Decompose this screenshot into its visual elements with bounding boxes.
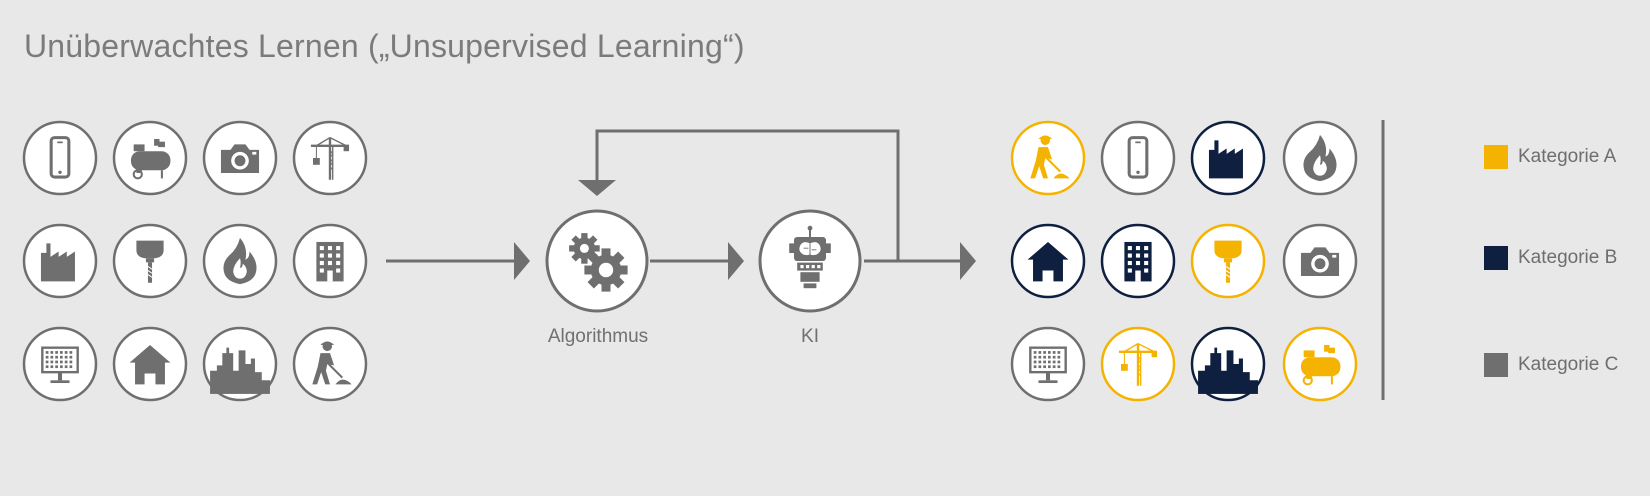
office-building-icon	[1124, 242, 1151, 281]
solar-panel-circle	[22, 326, 98, 402]
legend-item-category-b: Kategorie B	[1484, 246, 1617, 270]
flow-connectors	[386, 129, 962, 263]
house-circle	[1010, 223, 1086, 299]
city-skyline-circle	[202, 326, 278, 402]
office-building-icon	[316, 242, 343, 281]
diagram-title: Unüberwachtes Lernen („Unsupervised Lear…	[24, 28, 745, 64]
category-a-swatch	[1484, 145, 1508, 169]
algorithm-node	[545, 209, 649, 313]
fire-circle	[202, 223, 278, 299]
drill-circle	[112, 223, 188, 299]
factory-circle	[22, 223, 98, 299]
solar-panel-circle	[1010, 326, 1086, 402]
factory-circle	[1190, 120, 1266, 196]
construction-worker-circle	[1010, 120, 1086, 196]
compressor-circle	[112, 120, 188, 196]
category-b-label: Kategorie B	[1518, 247, 1618, 268]
arrowhead-to-output	[960, 242, 976, 280]
flow-arrowheads	[514, 180, 976, 280]
category-b-swatch	[1484, 246, 1508, 270]
crane-circle	[1100, 326, 1176, 402]
ai-label: KI	[801, 326, 819, 347]
city-skyline-circle	[1190, 326, 1266, 402]
category-c-swatch	[1484, 353, 1508, 377]
output-icon-grid	[1010, 120, 1358, 402]
legend-item-category-c: Kategorie C	[1484, 353, 1618, 377]
arrowhead-to-ai	[728, 242, 744, 280]
office-building-circle	[292, 223, 368, 299]
camera-circle	[202, 120, 278, 196]
input-icon-grid	[22, 120, 368, 402]
office-building-circle	[1100, 223, 1176, 299]
camera-circle	[1282, 223, 1358, 299]
crane-circle	[292, 120, 368, 196]
construction-worker-circle	[292, 326, 368, 402]
drill-circle	[1190, 223, 1266, 299]
arrowhead-to-algorithm	[514, 242, 530, 280]
smartphone-circle	[1100, 120, 1176, 196]
smartphone-circle	[22, 120, 98, 196]
algorithm-label: Algorithmus	[547, 326, 649, 347]
compressor-circle	[1282, 326, 1358, 402]
category-c-label: Kategorie C	[1518, 354, 1619, 375]
category-a-label: Kategorie A	[1518, 146, 1617, 167]
house-circle	[112, 326, 188, 402]
legend-item-category-a: Kategorie A	[1484, 145, 1616, 169]
arrowhead-feedback-down	[578, 180, 616, 196]
ai-node	[758, 209, 862, 313]
feedback-loop-line	[595, 129, 900, 261]
fire-circle	[1282, 120, 1358, 196]
